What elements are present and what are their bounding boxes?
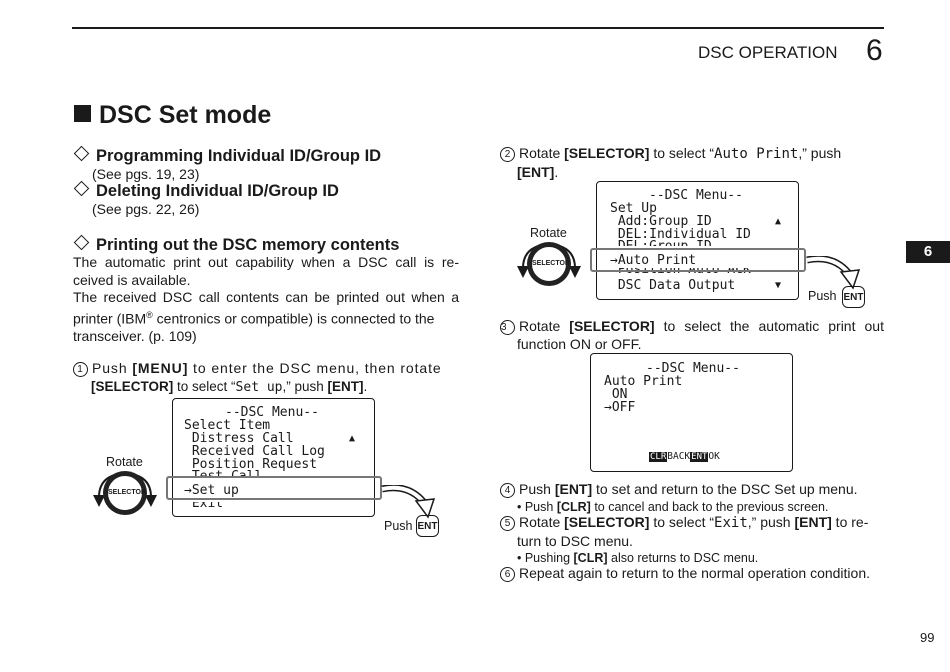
ent-key-icon: ENT (416, 515, 439, 537)
square-bullet-icon (74, 105, 91, 122)
softkey-legend: CLRBACKENTOK (649, 451, 720, 462)
chapter-side-tab: 6 (906, 241, 950, 263)
rotate-label: Rotate (106, 455, 143, 469)
lcd-screen-select-item: --DSC Menu-- Select Item Distress Call ▲… (172, 398, 375, 517)
push-label: Push (808, 289, 837, 303)
step-number: 2 (500, 147, 515, 162)
lcd-screen-set-up: --DSC Menu-- Set Up Add:Group ID ▲ DEL:I… (596, 181, 799, 300)
selection-highlight (166, 476, 382, 500)
page-number: 99 (920, 630, 935, 645)
rotate-label: Rotate (530, 226, 567, 240)
diamond-bullet-icon (73, 234, 90, 251)
push-label: Push (384, 519, 413, 533)
selector-knob-icon: SELECTOR (527, 242, 571, 286)
push-arrow-icon (806, 256, 861, 290)
header-rule (72, 27, 884, 29)
heading-deleting-id: Deleting Individual ID/Group ID (72, 180, 339, 201)
step-number: 6 (500, 567, 515, 582)
scroll-up-icon: ▲ (775, 216, 782, 227)
scroll-up-icon: ▲ (349, 433, 356, 444)
printing-paragraph: The automatic print out capability when … (73, 254, 459, 344)
ent-key-icon: ENT (842, 286, 865, 308)
step-number: 1 (73, 362, 88, 377)
step-number: 3 (500, 320, 515, 335)
page-title: DSC Set mode (74, 101, 271, 130)
push-arrow-icon (381, 485, 436, 519)
heading-printing: Printing out the DSC memory contents (72, 234, 399, 255)
selector-knob-icon: SELECTOR (103, 471, 147, 515)
selection-highlight (590, 248, 806, 272)
step-number: 4 (500, 483, 515, 498)
scroll-down-icon: ▼ (775, 280, 782, 291)
diamond-bullet-icon (73, 145, 90, 162)
lcd-screen-auto-print: --DSC Menu-- Auto Print ON →OFF CLRBACKE… (590, 353, 793, 472)
section-title: DSC OPERATION (698, 43, 838, 62)
chapter-number: 6 (866, 34, 883, 67)
heading-programming-id: Programming Individual ID/Group ID (72, 145, 381, 166)
programming-page-ref: (See pgs. 19, 23) (92, 166, 200, 182)
step-number: 5 (500, 516, 515, 531)
diamond-bullet-icon (73, 180, 90, 197)
deleting-page-ref: (See pgs. 22, 26) (92, 201, 200, 217)
